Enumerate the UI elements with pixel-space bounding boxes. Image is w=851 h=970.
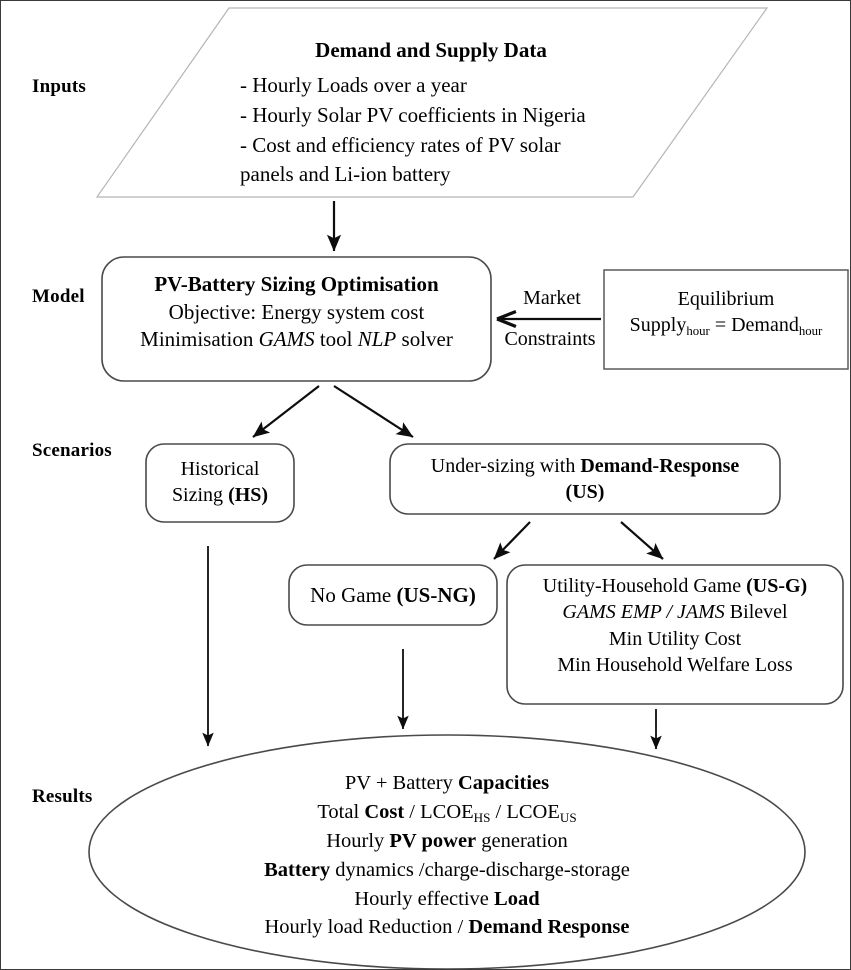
subscenario-usg-line1: Utility-Household Game (US-G) (507, 573, 843, 599)
results-ellipse (88, 734, 806, 969)
results-line-2-pre: Total (317, 800, 365, 823)
results-line-6: Hourly load Reduction / Demand Response (147, 913, 747, 942)
equilibrium-supply: Supply (629, 314, 687, 337)
scenario-us-demand-response: Demand-Response (580, 455, 740, 477)
inputs-bullet-1: - Hourly Loads over a year (240, 73, 467, 97)
results-line-1-em: Capacities (458, 772, 550, 794)
results-line-2-post: / LCOE (404, 800, 474, 823)
scenario-box-hs (145, 443, 295, 523)
inputs-heading: Demand and Supply Data (315, 38, 547, 62)
model-box-text: PV-Battery Sizing Optimisation Objective… (102, 271, 491, 354)
results-line-6-em: Demand Response (468, 916, 630, 939)
scenario-us-line1-pre: Under-sizing with (430, 455, 581, 477)
subscenario-usg-pre: Utility-Household Game (542, 575, 747, 597)
arrow-us-to-usng (493, 521, 531, 560)
arrow-model-to-hs (252, 385, 320, 438)
results-line-6-pre: Hourly load Reduction / (264, 916, 469, 939)
equilibrium-demand-sub: hour (798, 323, 823, 338)
model-line-solver: Minimisation GAMS tool NLP solver (102, 326, 491, 354)
subscenario-usg-bilevel: Bilevel (724, 601, 788, 624)
model-solver-mid: tool (314, 327, 358, 352)
results-line-3: Hourly PV power generation (147, 827, 747, 856)
subscenario-usg-line3: Min Utility Cost (608, 627, 742, 650)
subscenario-usg-code: (US-G) (746, 575, 808, 597)
model-solver-pre: Minimisation (140, 327, 259, 352)
model-line-objective: Objective: Energy system cost (168, 299, 425, 324)
scenario-box-us (389, 443, 781, 515)
scenario-hs-line2-pre: Sizing (171, 484, 229, 507)
stage-label-results: Results (32, 786, 93, 807)
results-line-3-em: PV power (389, 829, 477, 852)
equilibrium-box (603, 269, 849, 370)
results-line-2: Total Cost / LCOEHS / LCOEUS (147, 798, 747, 827)
subscenario-usg-gams-emp: GAMS EMP / JAMS (562, 601, 725, 624)
scenario-hs-line1: Historical (180, 458, 260, 480)
results-line-5-em: Load (494, 887, 540, 910)
results-line-2-mid: / LCOE (490, 800, 560, 823)
inputs-bullet-2: - Hourly Solar PV coefficients in Nigeri… (240, 102, 586, 127)
inputs-parallelogram (95, 7, 769, 198)
scenario-hs-code: (HS) (228, 484, 269, 507)
results-line-4-em: Battery (264, 858, 331, 881)
model-solver-post: solver (396, 327, 453, 352)
results-lcoe-us-sub: US (559, 809, 577, 825)
market-constraints-label-top: Market (523, 287, 581, 309)
subscenario-usng-code: (US-NG) (396, 583, 476, 607)
equilibrium-supply-sub: hour (686, 323, 710, 338)
scenario-us-code: (US) (565, 481, 605, 504)
scenario-hs-line2: Sizing (HS) (146, 482, 294, 508)
model-solver-gams: GAMS (258, 327, 315, 352)
stage-label-inputs: Inputs (32, 76, 87, 97)
subscenario-usg-text: Utility-Household Game (US-G) GAMS EMP /… (507, 573, 843, 679)
results-line-2-em: Cost (364, 800, 405, 823)
subscenario-usng-line1: No Game (US-NG) (289, 582, 497, 610)
subscenario-usg-line4: Min Household Welfare Loss (557, 654, 793, 677)
results-line-5-pre: Hourly effective (354, 887, 495, 910)
results-line-1: PV + Battery Capacities (147, 769, 747, 798)
equilibrium-line-equation: Supplyhour = Demandhour (604, 312, 848, 338)
results-line-3-pre: Hourly (326, 829, 390, 852)
results-line-4: Battery dynamics /charge-discharge-stora… (147, 856, 747, 885)
model-solver-nlp: NLP (357, 327, 397, 352)
model-box (101, 256, 492, 382)
subscenario-box-usg (506, 564, 844, 705)
subscenario-usng-pre: No Game (310, 583, 397, 607)
equilibrium-line-title: Equilibrium (677, 288, 775, 310)
results-line-1-pre: PV + Battery (344, 772, 458, 794)
results-text-block: PV + Battery Capacities Total Cost / LCO… (147, 769, 747, 942)
subscenario-usng-text: No Game (US-NG) (289, 582, 497, 610)
equilibrium-demand: Demand (731, 314, 799, 337)
market-constraints-label-bottom: Constraints (504, 328, 596, 350)
equilibrium-equals: = (709, 314, 732, 337)
results-line-4-post: dynamics /charge-discharge-storage (330, 858, 630, 881)
inputs-bullet-list: - Hourly Loads over a year - Hourly Sola… (240, 71, 690, 190)
arrow-model-to-us (333, 385, 414, 438)
stage-label-model: Model (32, 286, 85, 307)
results-lcoe-hs-sub: HS (473, 809, 491, 825)
results-line-5: Hourly effective Load (147, 885, 747, 914)
subscenario-box-usng (288, 564, 498, 626)
results-line-3-post: generation (476, 829, 568, 852)
model-line-title: PV-Battery Sizing Optimisation (154, 272, 439, 296)
arrow-us-to-usg (620, 521, 664, 560)
stage-label-scenarios: Scenarios (32, 440, 112, 461)
equilibrium-box-text: Equilibrium Supplyhour = Demandhour (604, 286, 848, 339)
scenario-us-text: Under-sizing with Demand-Response (US) (390, 453, 780, 506)
subscenario-usg-line2: GAMS EMP / JAMS Bilevel (507, 599, 843, 625)
inputs-bullet-3: - Cost and efficiency rates of PV solar (240, 132, 561, 157)
scenario-hs-text: Historical Sizing (HS) (146, 456, 294, 509)
scenario-us-line1: Under-sizing with Demand-Response (390, 453, 780, 479)
inputs-bullet-4: panels and Li-ion battery (240, 162, 451, 187)
